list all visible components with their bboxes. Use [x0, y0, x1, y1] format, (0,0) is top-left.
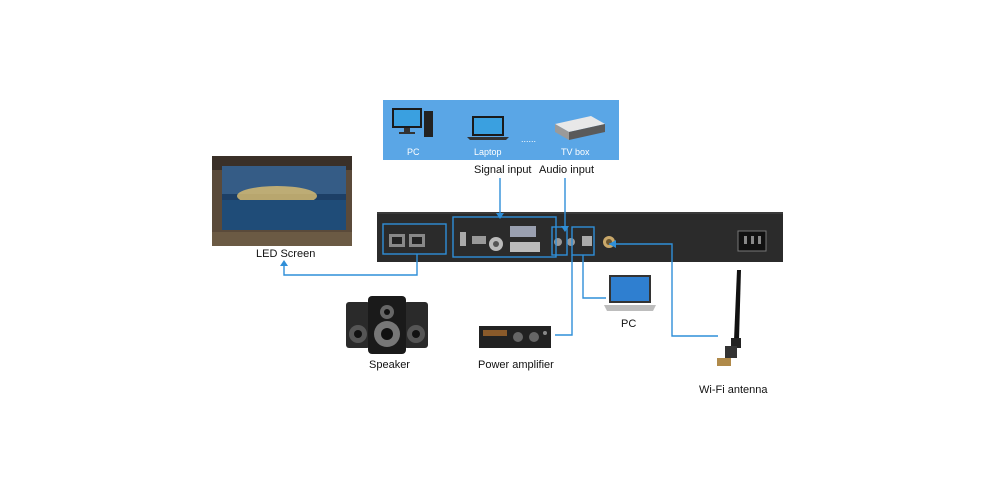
speakers-photo [338, 288, 436, 362]
wifi-antenna-icon [717, 270, 741, 366]
pc-label: PC [621, 318, 637, 330]
pc-laptop-icon [604, 275, 656, 311]
tv-box-source-label: TV box [561, 147, 590, 157]
wifi-antenna-label: Wi-Fi antenna [699, 384, 768, 396]
power-amplifier-label: Power amplifier [478, 359, 554, 371]
more-sources-dots: ...... [521, 134, 537, 144]
signal-input-label: Signal input [474, 164, 532, 176]
pc-source-label: PC [407, 147, 420, 157]
speaker-label: Speaker [369, 359, 410, 371]
rj45-output-ports [389, 234, 425, 247]
led-controller-device [377, 212, 783, 262]
desktop-pc-icon [392, 108, 433, 137]
led-screen-photo [212, 156, 352, 246]
input-sources-panel: PC Laptop ...... TV box [383, 100, 619, 160]
video-input-ports [460, 226, 540, 252]
laptop-icon [467, 116, 509, 140]
led-screen-label: LED Screen [256, 248, 316, 260]
tv-box-icon [555, 116, 605, 140]
power-amplifier-icon [479, 326, 551, 348]
power-socket [737, 230, 767, 252]
laptop-source-label: Laptop [474, 147, 502, 157]
audio-input-label: Audio input [539, 164, 595, 176]
